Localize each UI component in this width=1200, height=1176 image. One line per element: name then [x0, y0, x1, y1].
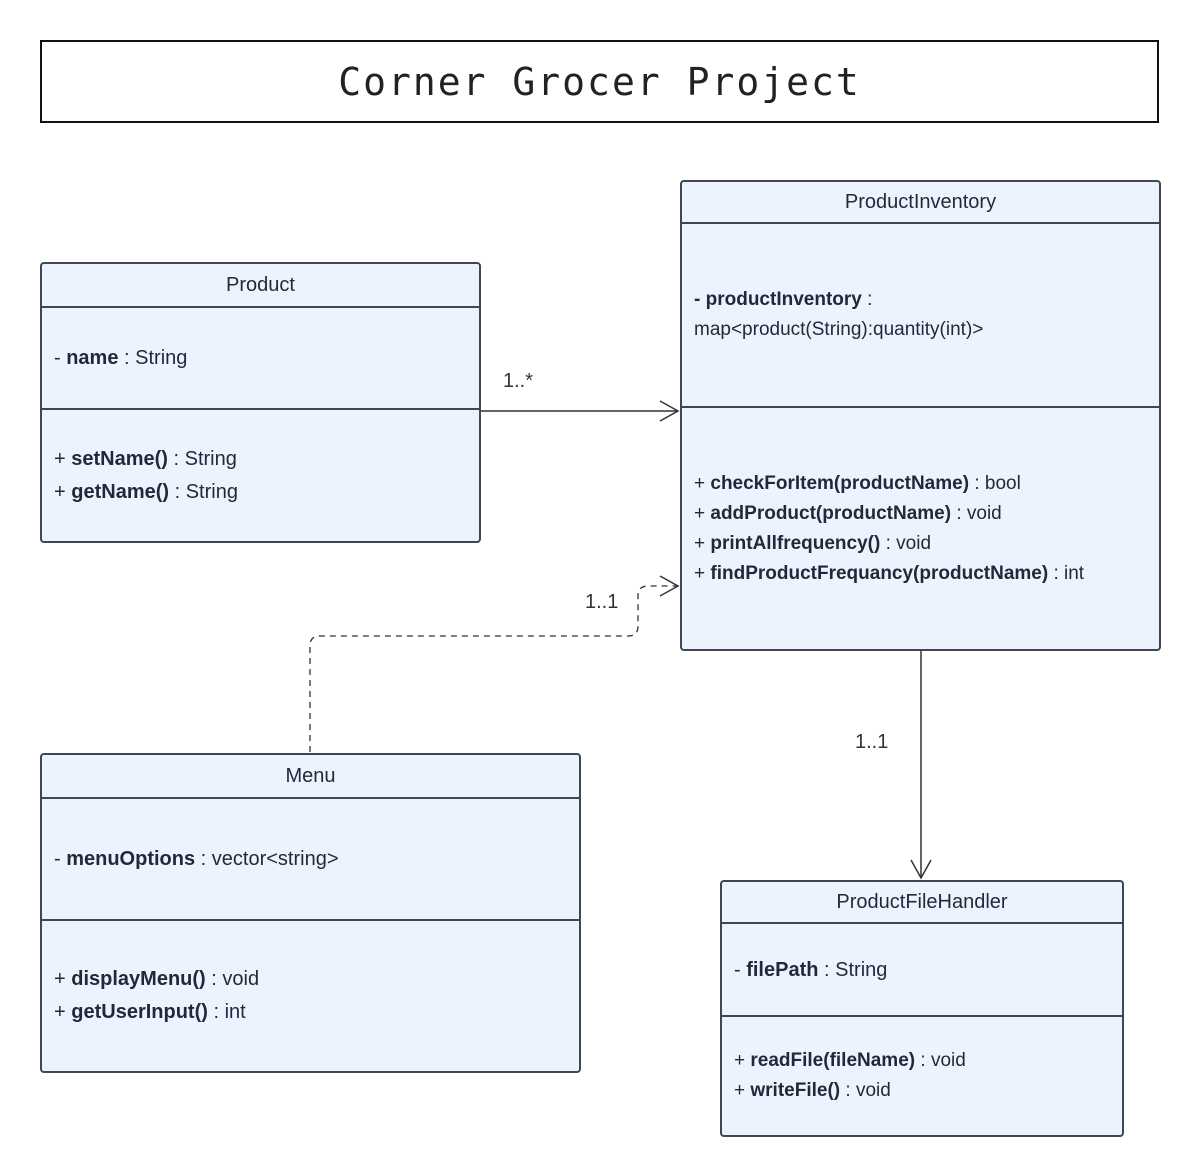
association-inventory-filehandler — [910, 651, 932, 880]
operation: + displayMenu() : void — [54, 968, 260, 990]
association-product-inventory — [481, 400, 680, 422]
class-product-file-handler: ProductFileHandler - filePath : String +… — [720, 880, 1124, 1137]
class-name: Product — [42, 264, 479, 308]
attributes-compartment: - name : String — [42, 308, 479, 410]
operation: + findProductFrequancy(productName) : in… — [694, 562, 1085, 584]
operation: + getUserInput() : int — [54, 1001, 246, 1023]
operation: + setName() : String — [54, 447, 237, 470]
multiplicity-menu-inventory: 1..1 — [585, 591, 619, 613]
dependency-menu-inventory — [309, 575, 680, 752]
class-menu: Menu - menuOptions : vector<string> + di… — [40, 753, 581, 1073]
diagram-title-box: Corner Grocer Project — [40, 40, 1159, 123]
operation: + printAllfrequency() : void — [694, 532, 932, 554]
class-name: Menu — [42, 755, 579, 799]
attribute: - menuOptions : vector<string> — [54, 848, 339, 870]
diagram-title: Corner Grocer Project — [338, 59, 861, 104]
operation: + addProduct(productName) : void — [694, 502, 1002, 524]
class-name: ProductFileHandler — [722, 882, 1122, 924]
operation: + writeFile() : void — [734, 1080, 891, 1101]
class-product: Product - name : String + setName() : St… — [40, 262, 481, 543]
operations-compartment: + readFile(fileName) : void + writeFile(… — [722, 1017, 1122, 1135]
class-name: ProductInventory — [682, 182, 1159, 224]
operation: + checkForItem(productName) : bool — [694, 472, 1021, 494]
operations-compartment: + displayMenu() : void + getUserInput() … — [42, 921, 579, 1071]
operations-compartment: + checkForItem(productName) : bool + add… — [682, 408, 1159, 649]
attribute: - name : String — [54, 347, 188, 369]
attributes-compartment: - menuOptions : vector<string> — [42, 799, 579, 921]
multiplicity-product-inventory: 1..* — [503, 370, 534, 392]
attributes-compartment: - productInventory : map<product(String)… — [682, 224, 1159, 408]
attribute: - filePath : String — [734, 958, 888, 981]
attributes-compartment: - filePath : String — [722, 924, 1122, 1017]
operation: + readFile(fileName) : void — [734, 1050, 966, 1071]
multiplicity-inventory-filehandler: 1..1 — [855, 731, 889, 753]
operations-compartment: + setName() : String + getName() : Strin… — [42, 410, 479, 541]
operation: + getName() : String — [54, 480, 238, 503]
attribute: - productInventory : map<product(String)… — [694, 289, 984, 340]
class-product-inventory: ProductInventory - productInventory : ma… — [680, 180, 1161, 651]
